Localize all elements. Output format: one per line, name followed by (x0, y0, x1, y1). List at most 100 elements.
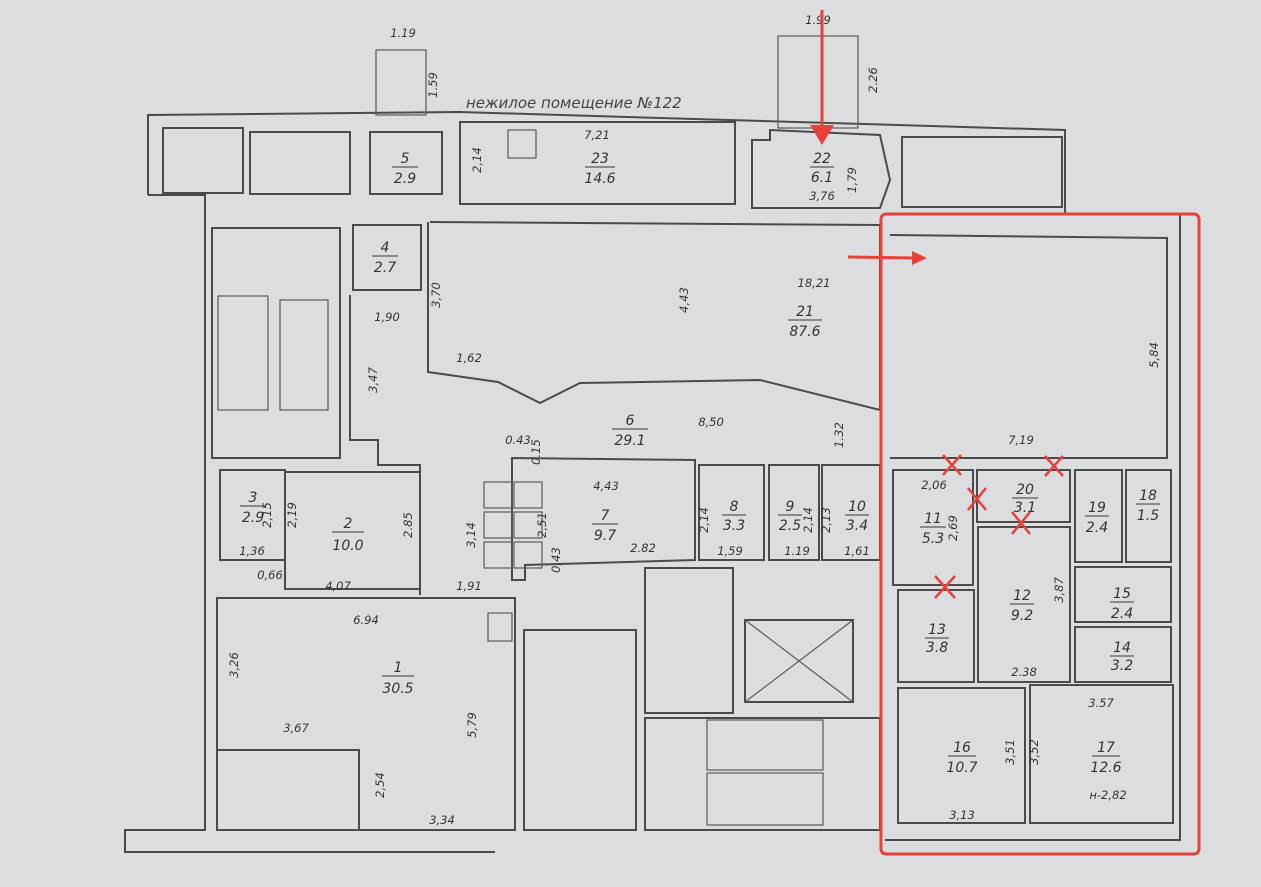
svg-text:2: 2 (344, 516, 353, 532)
svg-text:14: 14 (1113, 640, 1131, 656)
svg-text:22: 22 (813, 151, 831, 167)
arrowhead-down (810, 125, 834, 145)
svg-text:5: 5 (401, 151, 410, 167)
svg-text:6.1: 6.1 (811, 170, 833, 186)
svg-text:6: 6 (626, 413, 635, 429)
dimension-label: 2,51 (535, 512, 549, 538)
dimension-label: 3,52 (1027, 739, 1041, 765)
svg-text:10: 10 (848, 499, 866, 515)
svg-text:14.6: 14.6 (584, 171, 615, 187)
selected-area-frame (879, 212, 1201, 856)
dimension-label: 1,61 (844, 544, 870, 558)
dimension-labels: 1.191.591.992.267,212,141,793,7618,214,4… (227, 13, 1161, 827)
room-18: 181.5 (1136, 488, 1160, 524)
svg-text:10.7: 10.7 (946, 760, 977, 776)
svg-text:16: 16 (953, 740, 971, 756)
dimension-label: 4,43 (593, 479, 619, 493)
room-10: 103.4 (845, 499, 869, 534)
dimension-label: 2.82 (630, 541, 656, 555)
dimension-label: н-2,82 (1089, 788, 1126, 802)
room-22: 226.1 (810, 151, 834, 186)
dimension-label: 18,21 (798, 276, 831, 290)
svg-text:17: 17 (1097, 740, 1115, 756)
svg-text:4: 4 (381, 240, 390, 256)
svg-text:20: 20 (1016, 482, 1034, 498)
svg-text:3.4: 3.4 (846, 518, 868, 534)
svg-text:1: 1 (394, 660, 403, 676)
svg-text:2.4: 2.4 (1111, 606, 1133, 622)
arrowhead-right (912, 251, 927, 265)
room-19: 192.4 (1085, 500, 1109, 536)
svg-text:3.2: 3.2 (1111, 658, 1133, 674)
dimension-label: 3,87 (1052, 577, 1066, 603)
dimension-label: 1,90 (374, 310, 400, 324)
svg-text:9.7: 9.7 (594, 528, 616, 544)
room-7: 79.7 (592, 508, 618, 544)
svg-text:5.3: 5.3 (922, 531, 944, 547)
svg-text:12: 12 (1013, 588, 1031, 604)
svg-text:87.6: 87.6 (789, 324, 820, 340)
room-23: 23 14.6 (584, 151, 615, 187)
room-14: 143.2 (1110, 640, 1134, 674)
dimension-label: 0.15 (529, 439, 543, 465)
dimension-label: 2.85 (401, 512, 415, 538)
room-16: 16 10.7 (946, 740, 977, 776)
dimension-label: 2,06 (921, 478, 947, 492)
svg-text:19: 19 (1088, 500, 1106, 516)
walls (124, 35, 1181, 853)
svg-text:3.8: 3.8 (926, 640, 948, 656)
dimension-label: 2,13 (819, 507, 833, 533)
svg-text:2.9: 2.9 (394, 171, 416, 187)
dimension-label: 3,76 (809, 189, 835, 203)
dimension-label: 6.94 (353, 613, 379, 627)
room-5: 52.9 (392, 151, 418, 187)
dimension-label: 3,26 (227, 652, 241, 678)
dimension-label: 3,70 (429, 282, 443, 308)
room-2: 210.0 (332, 516, 364, 554)
dimension-label: 3,14 (464, 522, 478, 548)
dimension-label: 2,54 (373, 772, 387, 798)
svg-text:30.5: 30.5 (382, 681, 413, 697)
svg-text:9.2: 9.2 (1011, 608, 1033, 624)
svg-text:3: 3 (249, 490, 258, 506)
dimension-label: 5,84 (1147, 342, 1161, 368)
dimension-label: 0,66 (257, 568, 283, 582)
svg-text:12.6: 12.6 (1090, 760, 1121, 776)
dimension-label: 1,62 (456, 351, 482, 365)
dimension-label: 7,21 (584, 128, 610, 142)
dimension-label: 3,47 (366, 367, 380, 393)
room-20: 203.1 (1012, 482, 1038, 516)
dimension-label: 1.19 (390, 26, 416, 40)
dimension-label: 4,43 (677, 287, 691, 313)
dimension-label: 1,79 (845, 167, 859, 193)
dimension-label: 1.59 (426, 72, 440, 98)
svg-text:18: 18 (1139, 488, 1157, 504)
svg-text:10.0: 10.0 (332, 538, 363, 554)
plan-title: нежилое помещение №122 (466, 94, 682, 112)
dimension-label: 2,14 (470, 147, 484, 173)
dimension-label: 3,67 (283, 721, 309, 735)
dimension-label: 2,69 (946, 515, 960, 541)
dimension-label: 2,15 (260, 502, 274, 528)
dimension-label: 2,19 (285, 502, 299, 528)
dimension-label: 4,07 (325, 579, 351, 593)
dimension-label: 1.32 (832, 422, 846, 448)
dimension-label: 2,14 (697, 507, 711, 533)
dimension-label: 7,19 (1008, 433, 1034, 447)
room-8: 83.3 (722, 499, 746, 534)
svg-text:13: 13 (928, 622, 946, 638)
dimension-label: 2.38 (1011, 665, 1037, 679)
dimension-label: 0,43 (549, 547, 563, 573)
dimension-label: 2.26 (866, 67, 880, 93)
svg-text:1.5: 1.5 (1137, 508, 1159, 524)
room-11: 115.3 (920, 511, 946, 547)
dimension-label: 3,51 (1003, 739, 1017, 765)
room-17: 17 12.6 (1090, 740, 1121, 776)
dimension-label: 0.43 (505, 433, 531, 447)
removed-wall-marks (934, 454, 1064, 599)
room-15: 152.4 (1110, 586, 1134, 622)
svg-text:11: 11 (924, 511, 942, 527)
svg-text:23: 23 (591, 151, 609, 167)
